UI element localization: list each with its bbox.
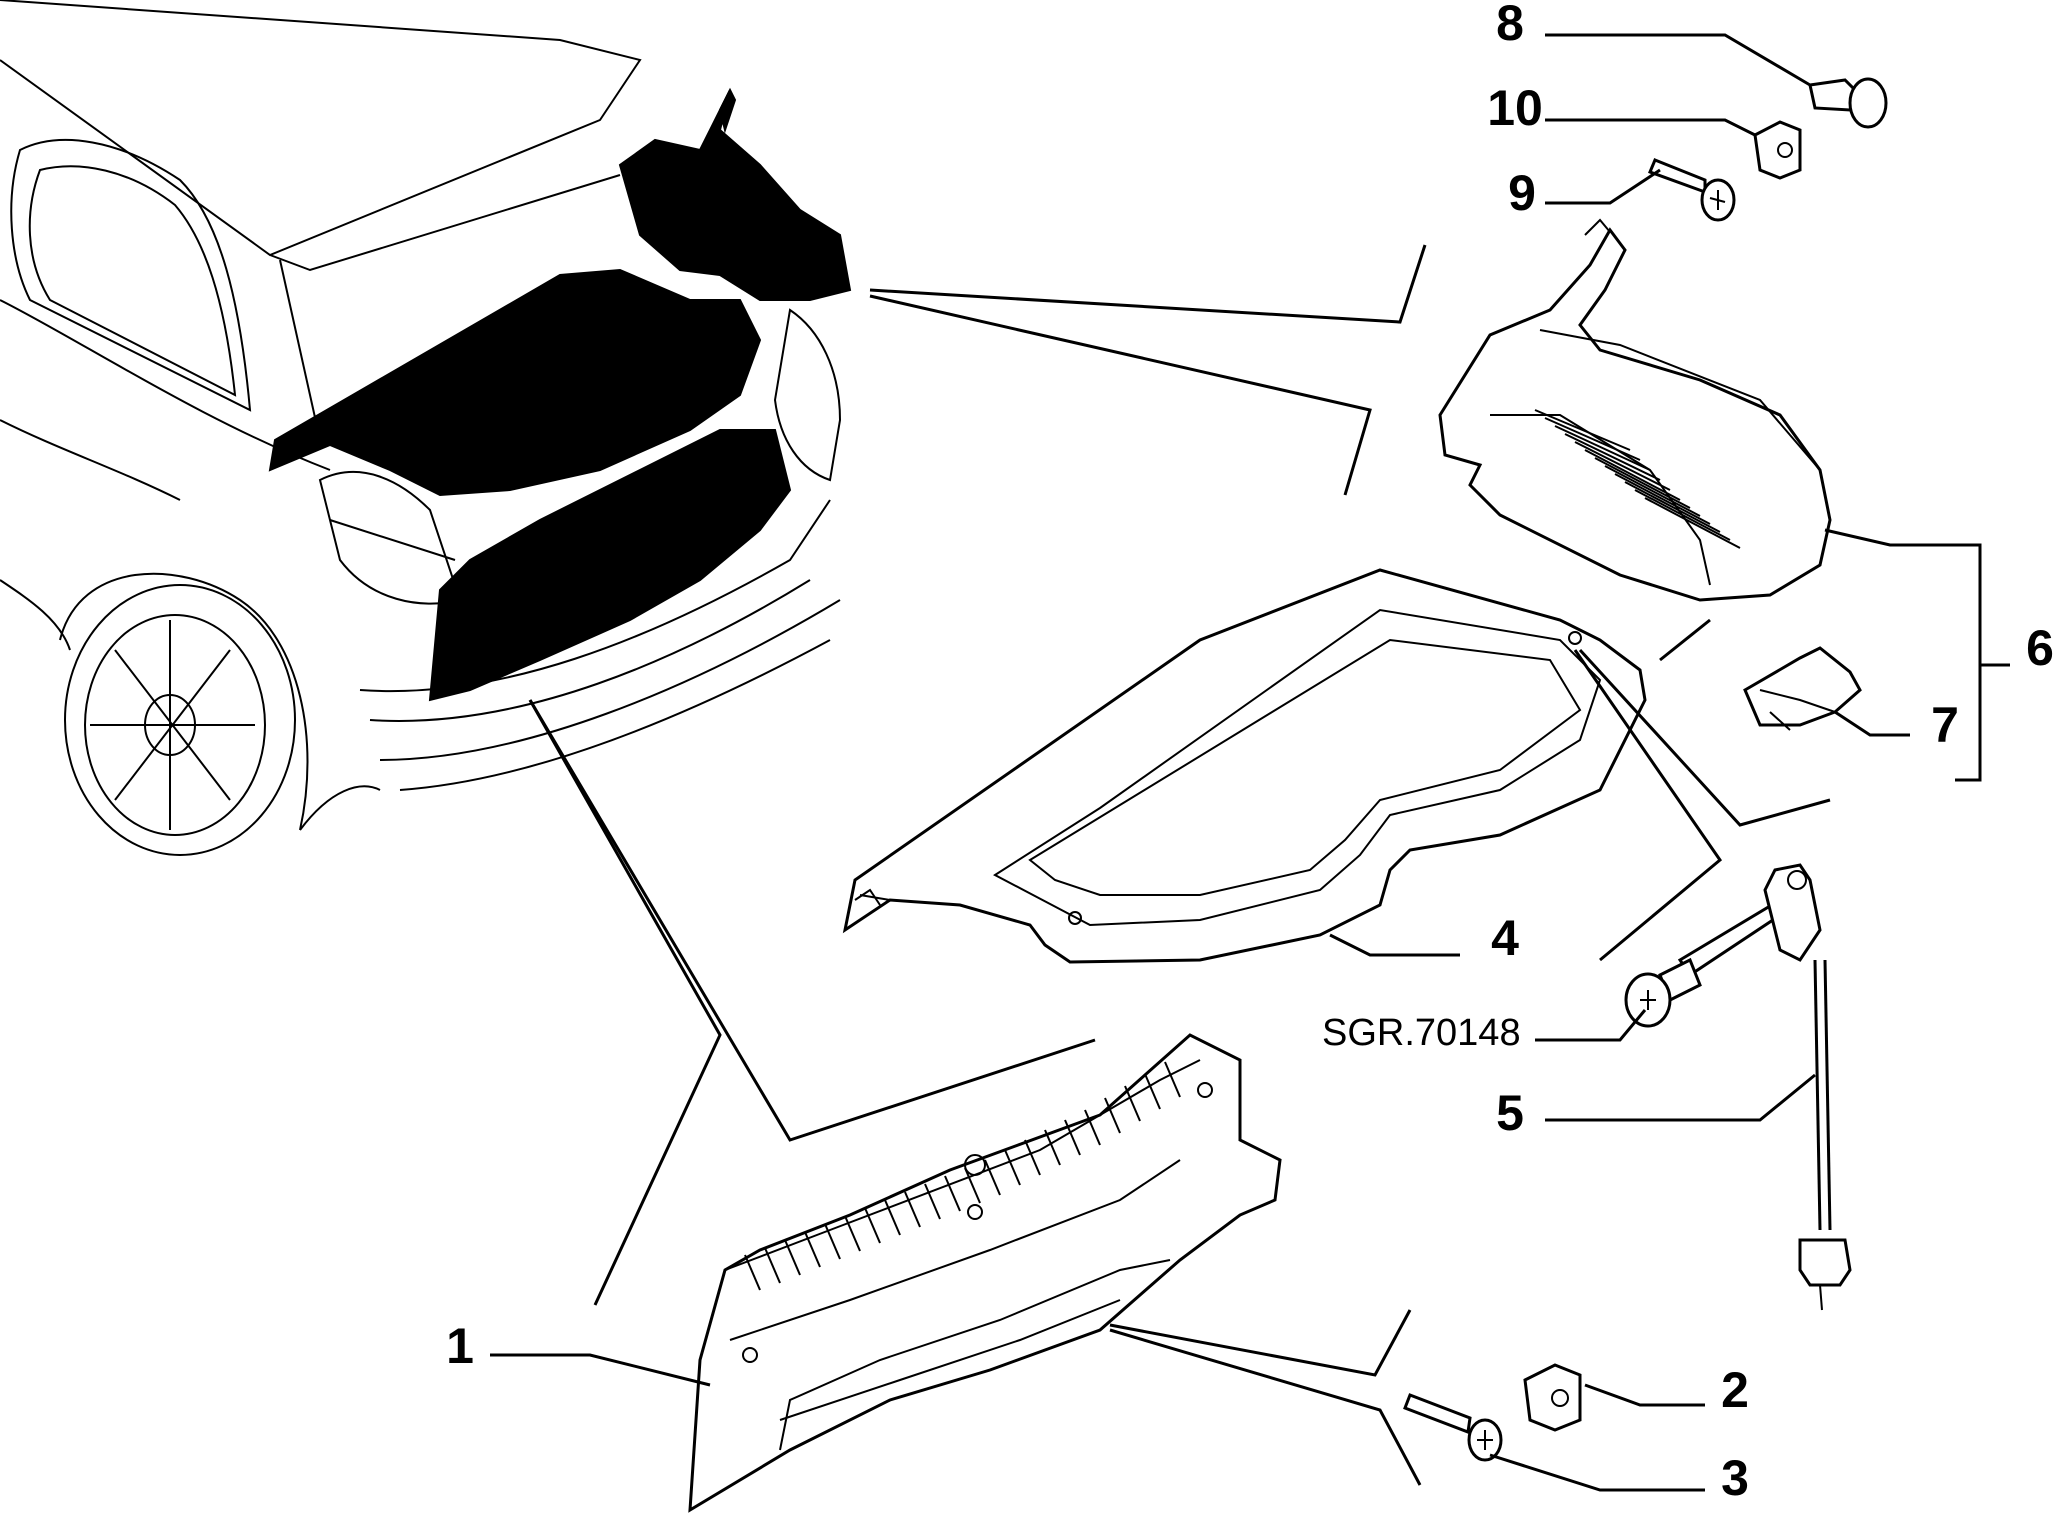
callout-8: 8 <box>1496 0 1524 51</box>
callout-labels: 8 10 9 6 7 4 SGR.70148 5 1 2 3 <box>446 0 2054 1506</box>
callout-3: 3 <box>1721 1450 1749 1506</box>
reference-code: SGR.70148 <box>1322 1012 1521 1054</box>
callout-4: 4 <box>1491 910 1519 966</box>
part-10-clip-nut <box>1753 120 1802 180</box>
part-3-screw <box>1403 1393 1503 1462</box>
callout-5: 5 <box>1496 1085 1524 1141</box>
part-7-clip <box>1743 646 1862 731</box>
callout-7: 7 <box>1931 697 1959 753</box>
part-8-push-clip <box>1808 77 1888 129</box>
part-1-boot-sill-trim <box>688 1033 1282 1513</box>
car-rear-view <box>0 0 852 856</box>
highlight-boot-sill <box>428 429 792 702</box>
callout-1: 1 <box>446 1318 474 1374</box>
callout-6: 6 <box>2026 620 2054 676</box>
part-5-strap <box>1763 863 1852 1311</box>
callout-9: 9 <box>1508 165 1536 221</box>
callout-2: 2 <box>1721 1362 1749 1418</box>
leader-lines <box>528 244 1427 1306</box>
highlight-side-trim-upper <box>618 89 852 301</box>
part-4-parcel-shelf <box>842 568 1647 964</box>
part-2-clip-nut <box>1523 1363 1582 1432</box>
highlight-rear-shelf <box>268 268 762 497</box>
callout-leaders <box>490 33 2010 1492</box>
ref-screw <box>1624 897 1787 1028</box>
part-6-trim-panel <box>1438 218 1832 602</box>
callout-10: 10 <box>1487 80 1543 136</box>
part-9-screw <box>1648 158 1736 222</box>
